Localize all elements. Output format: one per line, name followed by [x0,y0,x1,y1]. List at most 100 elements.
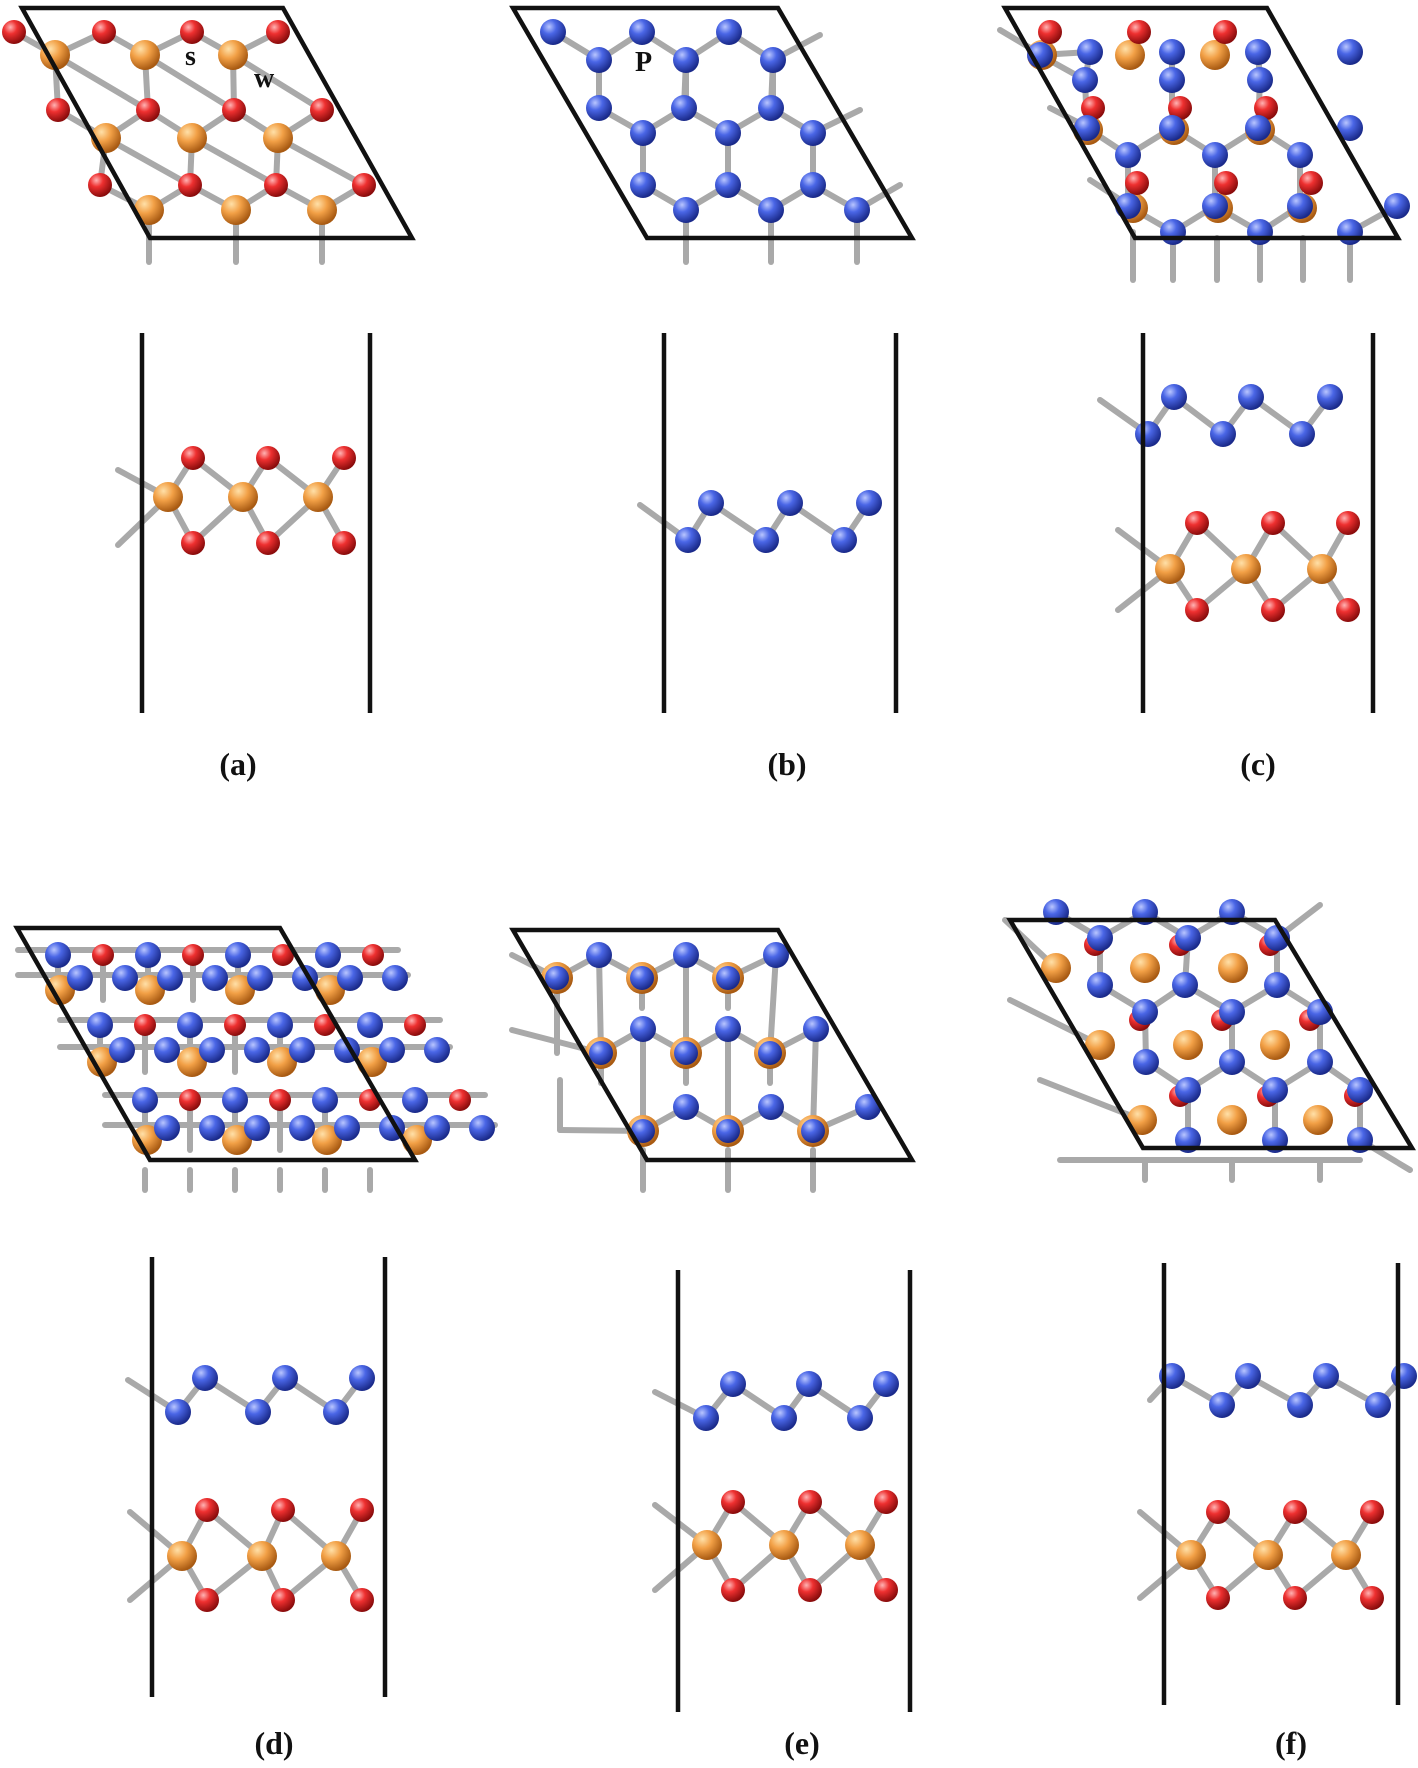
s-atom [1185,598,1209,622]
s-atom [182,944,204,966]
s-atom [195,1588,219,1612]
s-atom [1206,1586,1230,1610]
panel-label-b: (b) [767,746,806,782]
p-atom [289,1115,315,1141]
s-atom [1261,511,1285,535]
s-atom [721,1578,745,1602]
s-atom [1038,20,1062,44]
p-atom [1245,39,1271,65]
p-atom [1337,219,1363,245]
p-atom [1172,972,1198,998]
bond [1037,1077,1145,1123]
s-atom [310,98,334,122]
p-atom [753,527,779,553]
p-atom [154,1115,180,1141]
bond [103,135,193,188]
p-atom [1235,1363,1261,1389]
panel-label-c: (c) [1240,746,1276,782]
p-atom [1317,384,1343,410]
s-atom [256,446,280,470]
bond [810,1026,819,1134]
w-atom [1217,1105,1247,1135]
p-atom [758,95,784,121]
w-atom [1331,1540,1361,1570]
p-atom [357,1012,383,1038]
unit-cell-b-top [509,5,916,241]
p-atom [1087,972,1113,998]
p-atom [334,1115,360,1141]
unit-cell-e-top [509,927,916,1163]
p-atom [202,965,228,991]
s-atom [721,1490,745,1514]
w-atom [1127,1105,1157,1135]
p-atom [1365,1392,1391,1418]
p-atom [671,95,697,121]
p-atom [1262,1077,1288,1103]
w-atom [1130,953,1160,983]
atom-layer [2,19,1417,1612]
p-atom [693,1405,719,1431]
p-atom [855,1094,881,1120]
p-atom [540,19,566,45]
s-atom [350,1498,374,1522]
p-atom [1287,193,1313,219]
s-atom [134,1014,156,1036]
p-atom [763,942,789,968]
p-atom [315,942,341,968]
p-atom [758,197,784,223]
w-atom [40,40,70,70]
p-atom [112,965,138,991]
p-atom [1159,115,1185,141]
p-atom [222,1087,248,1113]
w-atom [1176,1540,1206,1570]
s-atom [271,1588,295,1612]
p-atom [800,120,826,146]
unit-cell-a-top [18,5,416,241]
p-atom [45,942,71,968]
s-atom [92,944,114,966]
s-atom [1213,20,1237,44]
p-atom [673,197,699,223]
w-atom [1173,1030,1203,1060]
p-atom [272,1365,298,1391]
s-atom [224,1014,246,1036]
w-atom [312,1125,342,1155]
p-atom [199,1115,225,1141]
p-atom [1161,384,1187,410]
s-atom [272,944,294,966]
p-atom [673,942,699,968]
p-atom [715,172,741,198]
atom-label-p: P [635,47,652,78]
w-atom [1253,1540,1283,1570]
unit-cell-d-top [13,925,419,1163]
p-atom [199,1037,225,1063]
s-atom [404,1014,426,1036]
p-atom [1219,1049,1245,1075]
atom-label-w: w [254,63,275,94]
p-atom [1132,999,1158,1025]
p-atom [1245,115,1271,141]
w-atom [130,40,160,70]
w-atom [222,1125,252,1155]
s-atom [1283,1586,1307,1610]
p-atom [844,197,870,223]
atom-label-s: s [185,41,196,72]
p-atom [720,1371,746,1397]
w-atom [1155,554,1185,584]
p-atom [1391,1363,1417,1389]
p-atom [402,1087,428,1113]
w-atom [225,975,255,1005]
p-atom [716,19,742,45]
p-atom [674,1041,698,1065]
p-atom [244,1115,270,1141]
s-atom [1206,1500,1230,1524]
s-atom [46,98,70,122]
w-atom [135,975,165,1005]
p-atom [715,1016,741,1042]
p-atom [267,1012,293,1038]
s-atom [269,1089,291,1111]
p-atom [856,490,882,516]
w-atom [1085,1030,1115,1060]
p-atom [192,1365,218,1391]
